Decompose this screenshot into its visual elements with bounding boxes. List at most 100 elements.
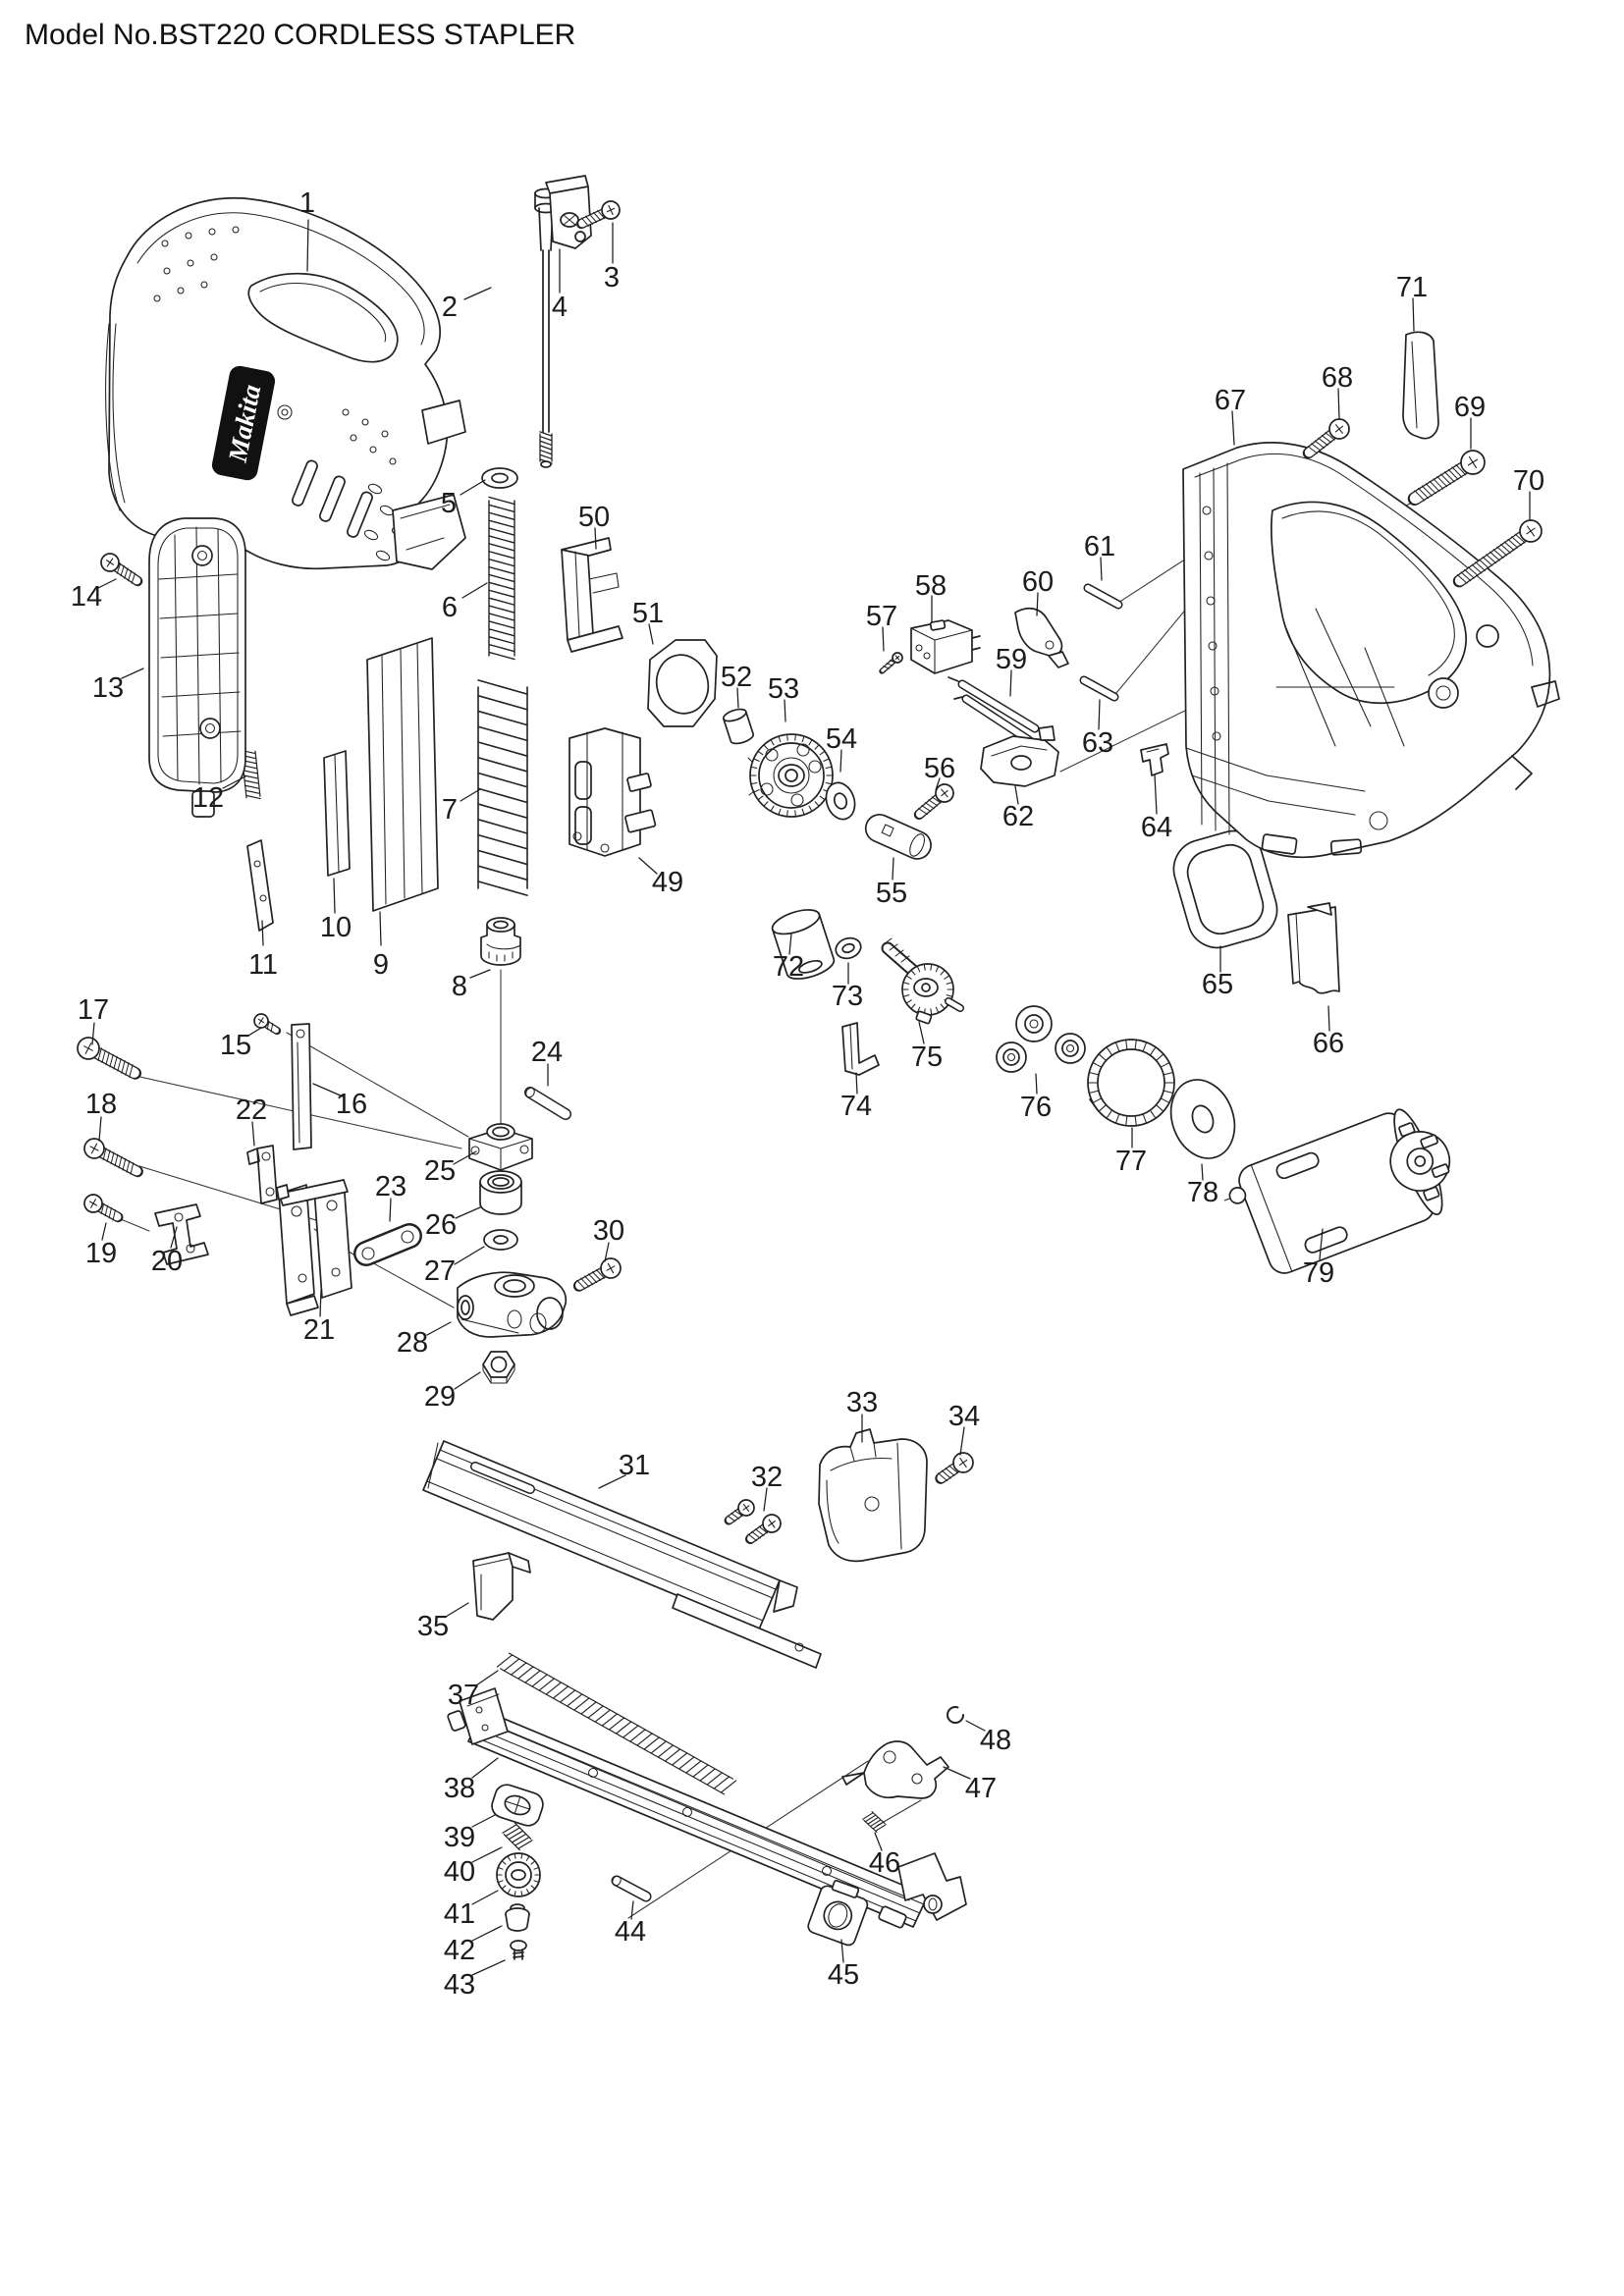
part-number-25: 25 [424,1155,456,1187]
part-label-12: 12 [192,775,246,814]
part-number-76: 76 [1020,1092,1052,1123]
part-number-52: 52 [721,662,752,693]
part-label-71: 71 [1396,272,1428,332]
part-label-30: 30 [593,1215,624,1262]
part-number-72: 72 [773,951,804,983]
part-art-housing-left: Makita [105,196,466,570]
part-label-33: 33 [846,1387,878,1443]
part-label-66: 66 [1313,1005,1344,1059]
part-art-housing-right [1182,442,1560,859]
part-number-71: 71 [1396,272,1428,303]
part-number-70: 70 [1513,465,1544,497]
part-label-56: 56 [924,753,955,791]
part-label-26: 26 [425,1206,481,1241]
part-art-spring-6 [488,496,515,661]
part-art-spring-40 [502,1822,533,1851]
part-number-12: 12 [192,782,224,814]
part-art-blade-71 [1402,331,1439,440]
part-number-77: 77 [1115,1146,1147,1177]
part-art-screw-3 [575,200,621,230]
part-art-bracket-4 [545,175,592,249]
part-number-63: 63 [1082,727,1113,759]
part-number-10: 10 [320,912,352,943]
part-art-wheel-41 [496,1852,541,1897]
part-art-pin-52 [722,708,755,745]
part-number-28: 28 [397,1327,428,1359]
part-art-bracket-21 [278,1179,352,1316]
part-art-bushing-42 [505,1903,530,1932]
part-number-26: 26 [425,1209,457,1241]
part-art-cam-62 [980,725,1059,787]
part-art-cover-13 [148,517,246,818]
part-art-blade-11 [246,839,274,932]
part-number-55: 55 [876,878,907,909]
part-art-washer-27 [483,1229,518,1251]
part-art-pin-24 [524,1087,571,1120]
part-number-61: 61 [1084,531,1115,562]
part-label-65: 65 [1202,945,1233,1000]
part-number-13: 13 [92,672,124,704]
part-number-69: 69 [1454,392,1486,423]
part-art-link-23 [353,1223,422,1266]
part-label-75: 75 [911,1021,943,1073]
part-label-43: 43 [444,1959,506,2001]
part-number-46: 46 [869,1847,900,1879]
part-number-42: 42 [444,1935,475,1966]
part-label-16: 16 [312,1083,367,1120]
part-number-45: 45 [828,1959,859,1991]
part-label-70: 70 [1513,465,1544,520]
part-art-switch-58 [910,619,981,674]
part-number-64: 64 [1141,812,1172,843]
part-label-7: 7 [442,788,481,826]
part-label-3: 3 [604,222,620,294]
part-art-roller-72 [771,909,836,980]
part-art-pin-61 [1083,583,1123,610]
part-art-clip-64 [1140,743,1169,776]
part-number-53: 53 [768,673,799,705]
part-art-motor-79 [1223,1108,1451,1274]
part-label-61: 61 [1084,531,1115,581]
part-label-53: 53 [768,673,799,722]
part-art-pin-44 [611,1875,652,1902]
part-label-77: 77 [1115,1127,1147,1177]
part-number-4: 4 [552,292,568,323]
part-number-34: 34 [948,1401,980,1432]
part-label-55: 55 [876,857,907,909]
part-label-64: 64 [1141,774,1172,843]
part-art-screw-69 [1407,450,1486,506]
part-art-screw-34 [935,1452,974,1484]
part-art-lever-47 [841,1740,949,1799]
part-number-8: 8 [452,971,467,1002]
part-label-58: 58 [915,570,947,623]
part-label-14: 14 [71,578,117,613]
part-number-57: 57 [866,601,897,632]
part-label-31: 31 [598,1450,650,1489]
part-art-gasket-51 [647,639,718,727]
part-label-52: 52 [721,662,752,709]
part-number-58: 58 [915,570,947,602]
part-art-screw-18 [83,1138,143,1178]
part-number-29: 29 [424,1381,456,1413]
part-label-47: 47 [943,1766,997,1804]
part-label-37: 37 [448,1670,499,1711]
part-label-69: 69 [1454,392,1486,450]
part-number-31: 31 [619,1450,650,1481]
part-number-49: 49 [652,867,683,898]
part-label-57: 57 [866,601,897,652]
part-label-46: 46 [869,1832,900,1879]
part-art-rail-38 [447,1687,967,1929]
part-label-68: 68 [1322,362,1353,420]
part-label-62: 62 [1002,785,1034,832]
part-art-nut-29 [482,1351,515,1384]
part-number-23: 23 [375,1171,406,1202]
part-number-19: 19 [85,1238,117,1269]
part-art-cap-35 [472,1552,531,1621]
part-number-37: 37 [448,1680,479,1711]
part-art-washer-5 [481,467,518,489]
part-art-ring-65 [1172,829,1278,949]
part-number-47: 47 [965,1773,997,1804]
part-label-4: 4 [552,248,568,323]
part-number-14: 14 [71,581,102,613]
